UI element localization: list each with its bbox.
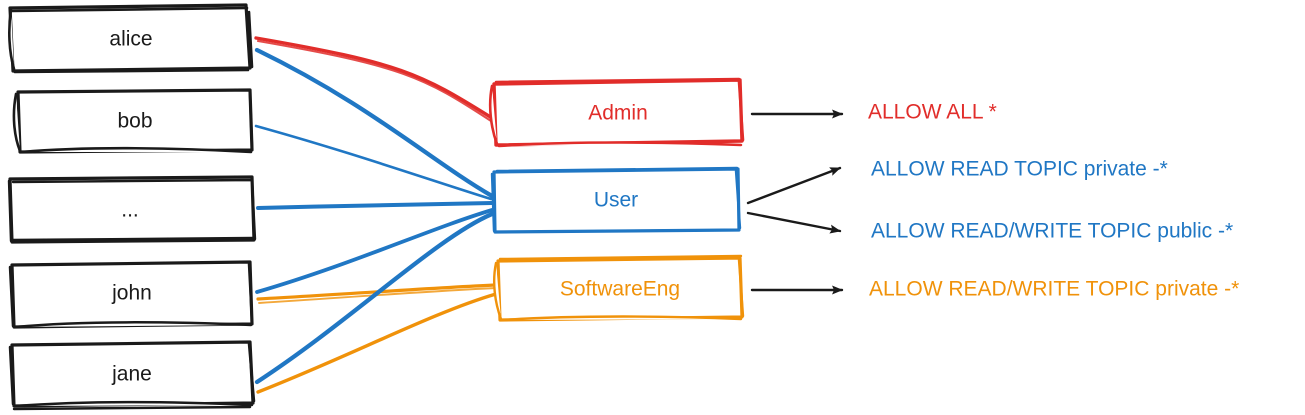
link-john-user <box>255 208 494 294</box>
arrow-user-to-rule-public-readwrite <box>746 211 842 234</box>
arrow-user-to-rule-private-read <box>746 166 842 205</box>
rule-label-admin-all: ALLOW ALL * <box>868 101 997 124</box>
link-bob-user <box>254 124 493 201</box>
role-box-admin[interactable]: Admin <box>488 77 745 148</box>
link-alice-admin <box>254 36 494 123</box>
role-label-admin: Admin <box>588 102 648 125</box>
user-box-bob[interactable]: bob <box>12 88 254 154</box>
user-label-john: john <box>111 282 152 305</box>
link-alice-user <box>254 47 495 199</box>
user-box-john[interactable]: john <box>8 260 254 329</box>
link-jane-user <box>254 211 495 385</box>
rule-label-se-readwrite-private: ALLOW READ/WRITE TOPIC private -* <box>869 278 1239 301</box>
link-ellipsis-user <box>256 201 494 210</box>
user-label-bob: bob <box>117 110 152 133</box>
connector-lines <box>254 36 498 394</box>
user-label-jane: jane <box>111 363 152 386</box>
role-box-softwareeng[interactable]: SoftwareEng <box>493 254 745 322</box>
rule-label-user-readwrite-public: ALLOW READ/WRITE TOPIC public -* <box>871 220 1233 243</box>
user-box-ellipsis[interactable]: ... <box>7 175 257 244</box>
link-john-softwareeng <box>256 283 497 304</box>
link-jane-softwareeng <box>256 292 498 394</box>
user-box-alice[interactable]: alice <box>8 3 254 74</box>
role-label-user: User <box>594 189 638 212</box>
rule-label-user-read-private: ALLOW READ TOPIC private -* <box>871 158 1168 181</box>
role-box-user[interactable]: User <box>490 166 742 234</box>
role-label-softwareeng: SoftwareEng <box>560 278 680 301</box>
user-label-ellipsis: ... <box>121 199 139 222</box>
user-label-alice: alice <box>109 28 152 51</box>
user-box-jane[interactable]: jane <box>8 340 256 411</box>
